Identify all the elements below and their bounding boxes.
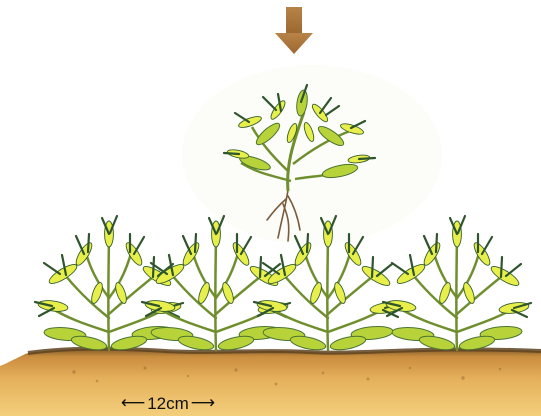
background-wash — [182, 65, 442, 245]
planted-plant-4 — [383, 216, 531, 352]
down-arrow-icon — [275, 7, 313, 54]
soil-bed — [0, 349, 541, 416]
